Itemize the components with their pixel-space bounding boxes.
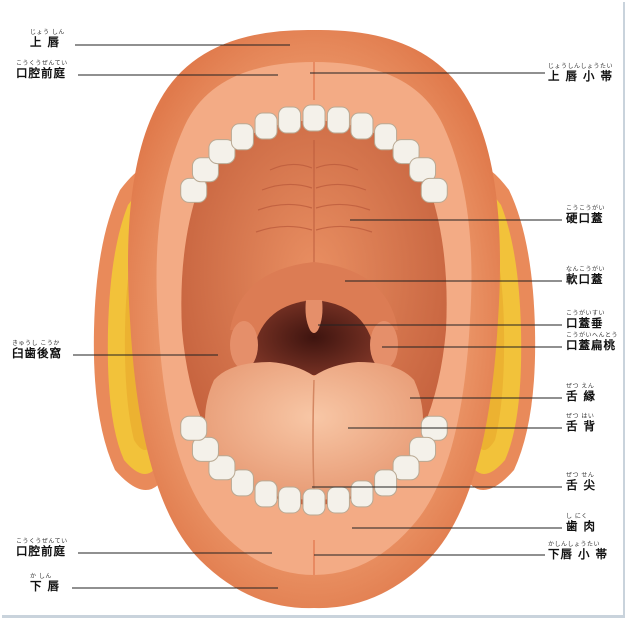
lower-tooth <box>279 487 301 513</box>
label-hard-palate: こうこうがい 硬口蓋 <box>566 206 605 225</box>
label-lower-lip: か しん 下 唇 <box>30 574 60 593</box>
label-upper-lip: じょう しん 上 唇 <box>30 30 65 49</box>
lower-tooth <box>303 489 325 515</box>
upper-tooth <box>351 113 373 139</box>
label-upper-lip-frenulum: じょうしんしょうたい 上 唇 小 帯 <box>548 64 613 83</box>
label-tongue-dorsum: ぜつ はい 舌 背 <box>566 414 596 433</box>
label-palatine-tonsil: こうがいへんとう 口蓋扁桃 <box>566 333 618 352</box>
upper-tooth <box>421 178 447 202</box>
lower-tooth <box>351 481 373 507</box>
upper-tooth <box>255 113 277 139</box>
upper-tooth <box>303 105 325 131</box>
lower-tooth <box>255 481 277 507</box>
label-gingiva: し にく 歯 肉 <box>566 514 596 533</box>
label-tongue-margin: ぜつ えん 舌 縁 <box>566 384 596 403</box>
left-tonsil <box>230 321 258 369</box>
label-lower-lip-frenulum: かしんしょうたい 下唇 小 帯 <box>548 542 608 561</box>
label-tongue-tip: ぜつ せん 舌 尖 <box>566 473 596 492</box>
upper-tooth <box>327 107 349 133</box>
lower-tooth <box>181 416 207 440</box>
lower-tooth <box>192 437 218 461</box>
upper-tooth <box>231 124 253 150</box>
lower-tooth <box>375 470 397 496</box>
right-tonsil <box>370 321 398 369</box>
label-retromolar-fossa: きゅうし こうか 臼歯後窩 <box>12 341 62 360</box>
upper-tooth <box>279 107 301 133</box>
label-soft-palate: なんこうがい 軟口蓋 <box>566 267 605 286</box>
label-uvula: こうがいすい 口蓋垂 <box>566 311 605 330</box>
lower-tooth <box>327 487 349 513</box>
label-oral-vestibule-lower: こうくうぜんてい 口腔前庭 <box>16 539 68 558</box>
label-oral-vestibule-upper: こうくうぜんてい 口腔前庭 <box>16 61 68 80</box>
